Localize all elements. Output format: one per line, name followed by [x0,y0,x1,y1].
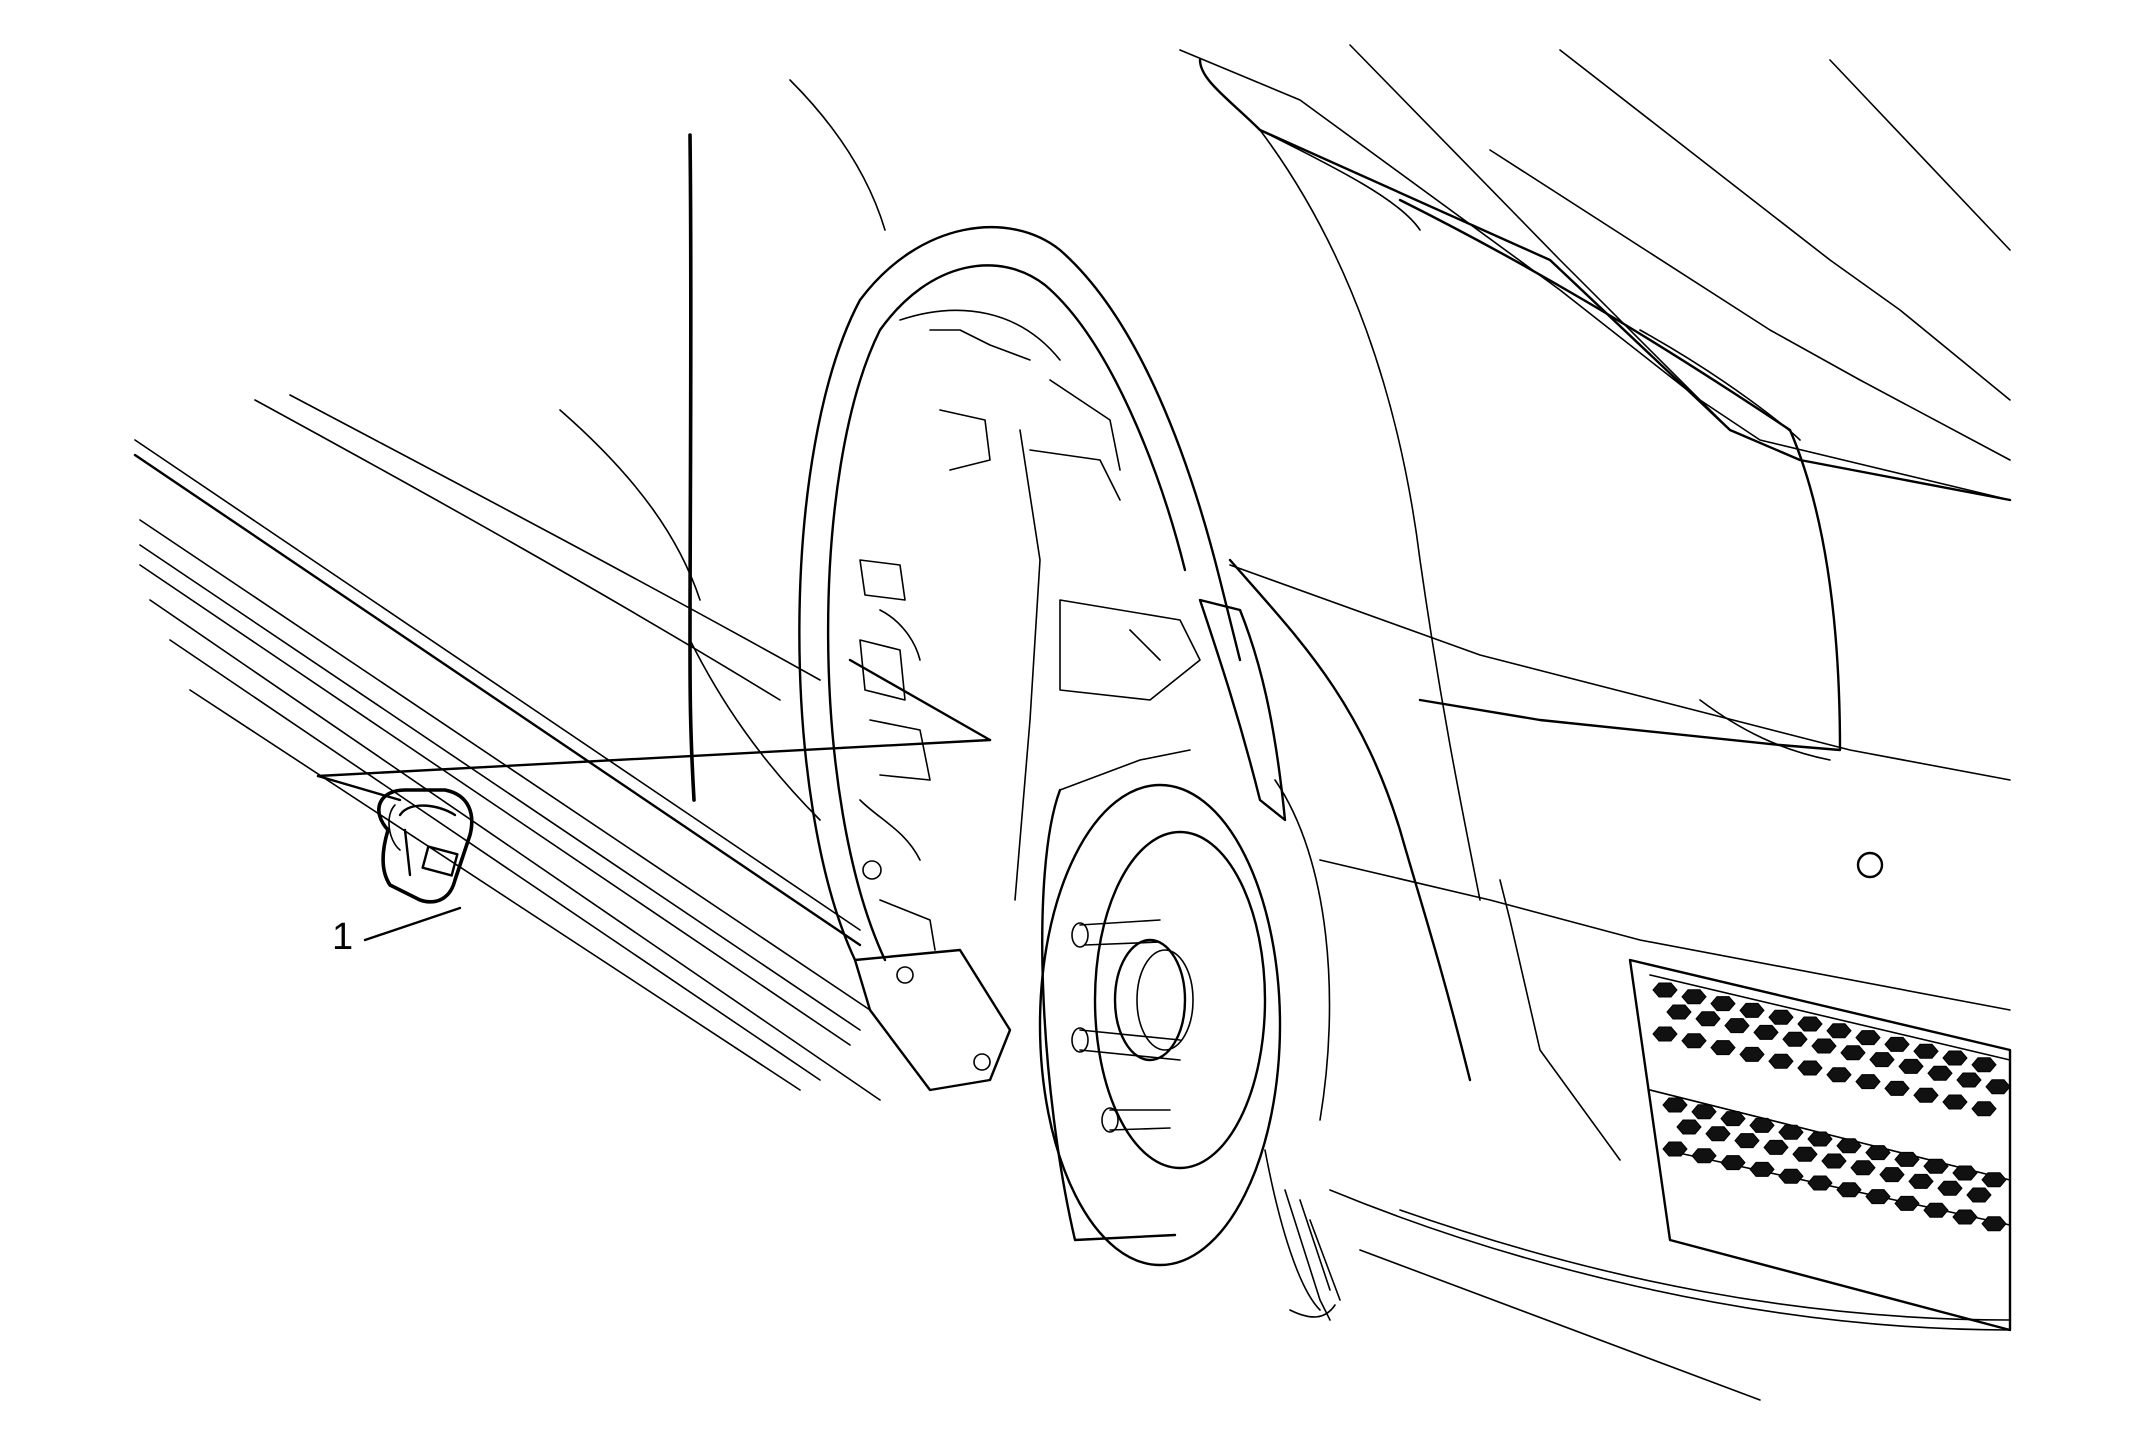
grille-cell [1850,1160,1876,1176]
grille-cell [1768,1009,1794,1025]
grille-cell [1884,1036,1910,1052]
grille-cell [1807,1131,1833,1147]
grille-cell [1739,1002,1765,1018]
inner-fender-details [859,409,1041,951]
grille-cell [1681,989,1707,1005]
tire-tread [1284,1189,1341,1321]
grille-cell [1749,1117,1775,1133]
grille-cell [1720,1155,1746,1171]
callout-leader [316,658,992,942]
grille-cell [1662,1141,1688,1157]
grille-cell [1971,1057,1997,1073]
grille-cell [1821,1153,1847,1169]
bumper-sensor-hole [1856,851,1884,879]
brake-disc-assembly [1038,749,1331,1311]
grille-cell [1942,1094,1968,1110]
lower-grille [1628,958,2012,1332]
grille-cell [1695,1011,1721,1027]
bulb-socket-part [377,788,474,904]
grille-cell [1652,1026,1678,1042]
grille-cell [1811,1038,1837,1054]
grille-cell [1956,1072,1982,1088]
grille-cell [1981,1172,2007,1188]
grille-cell [1734,1133,1760,1149]
grille-cell [1710,1040,1736,1056]
rocker-panel [133,439,881,1101]
grille-cell [1691,1148,1717,1164]
grille-cell [1855,1030,1881,1046]
grille-cell [1778,1168,1804,1184]
grille-cell [1681,1033,1707,1049]
grille-cell [1952,1165,1978,1181]
fender-body-lines [254,79,886,821]
lamp-bracket [853,948,1012,1092]
grille-cell [1652,982,1678,998]
grille-cell [1952,1209,1978,1225]
headlamp-outline [1259,129,1842,752]
grille-cell [1807,1175,1833,1191]
grille-cell [1720,1111,1746,1127]
side-marker-lamp [1198,598,1287,822]
grille-cell [1923,1202,1949,1218]
grille-cell [1966,1187,1992,1203]
grille-cell [1942,1050,1968,1066]
grille-cell [1894,1151,1920,1167]
grille-cell [1879,1167,1905,1183]
grille-cell [1749,1161,1775,1177]
grille-cell [1923,1158,1949,1174]
grille-cell [1662,1097,1688,1113]
grille-cell [1971,1101,1997,1117]
grille-cell [1705,1126,1731,1142]
grille-honeycomb [1652,982,2011,1232]
grille-cell [1826,1023,1852,1039]
grille-cell [1865,1145,1891,1161]
grille-cell [1782,1031,1808,1047]
grille-cell [1763,1139,1789,1155]
grille-cell [1898,1058,1924,1074]
grille-cell [1739,1046,1765,1062]
grille-cell [1724,1018,1750,1034]
callout-label-1: 1 [332,916,354,958]
grille-cell [1840,1045,1866,1061]
grille-cell [1913,1043,1939,1059]
grille-cell [1985,1079,2011,1095]
grille-cell [1797,1060,1823,1076]
grille-cell [1797,1016,1823,1032]
grille-cell [1884,1080,1910,1096]
grille-cell [1691,1104,1717,1120]
grille-cell [1981,1216,2007,1232]
grille-cell [1927,1065,1953,1081]
hood-and-fascia [1179,44,2012,1401]
grille-cell [1908,1173,1934,1189]
grille-cell [1836,1182,1862,1198]
grille-cell [1855,1074,1881,1090]
wheel-well-arch [798,225,1242,962]
grille-cell [1768,1053,1794,1069]
grille-cell [1937,1180,1963,1196]
grille-cell [1753,1024,1779,1040]
grille-cell [1710,996,1736,1012]
grille-cell [1869,1052,1895,1068]
grille-cell [1826,1067,1852,1083]
grille-cell [1894,1195,1920,1211]
grille-cell [1836,1138,1862,1154]
grille-cell [1666,1004,1692,1020]
grille-cell [1778,1124,1804,1140]
grille-cell [1913,1087,1939,1103]
grille-cell [1865,1189,1891,1205]
grille-cell [1676,1119,1702,1135]
grille-cell [1792,1146,1818,1162]
